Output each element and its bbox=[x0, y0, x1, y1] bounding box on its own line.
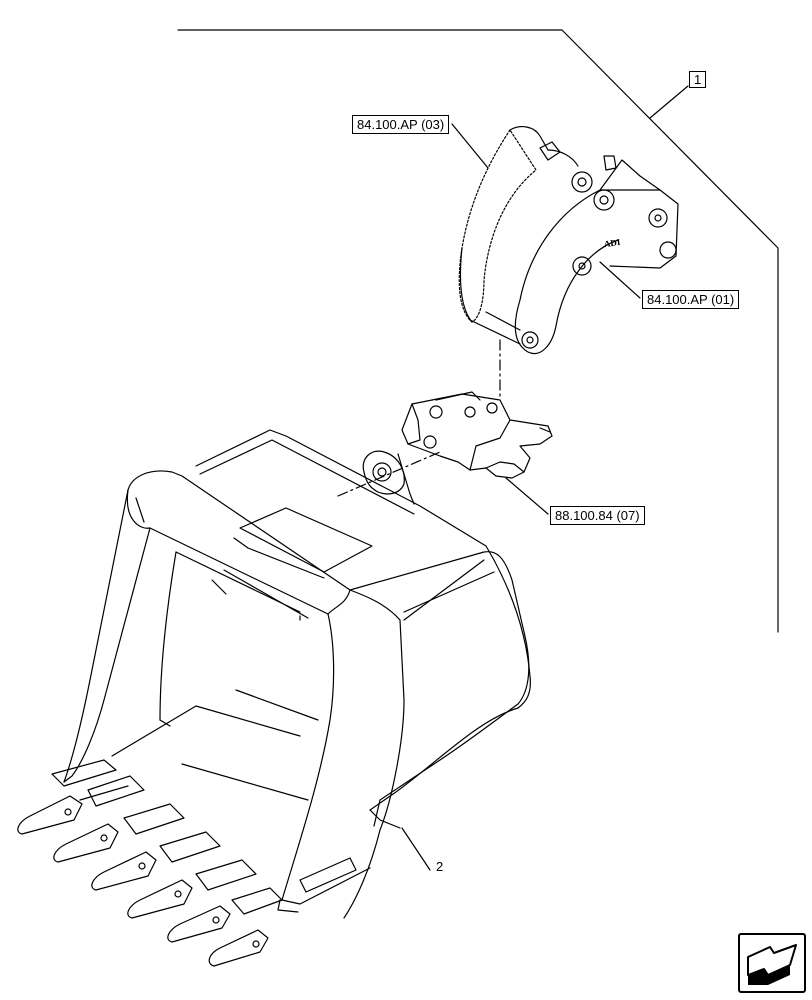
leader-item2 bbox=[401, 827, 431, 871]
leader-item1 bbox=[649, 85, 689, 119]
centerline-pin bbox=[337, 451, 441, 497]
arrow-icon bbox=[747, 944, 797, 985]
bucket bbox=[63, 429, 531, 919]
leader-ap01 bbox=[599, 261, 641, 299]
bucket-teeth bbox=[17, 759, 283, 967]
adapter-bracket bbox=[401, 391, 553, 479]
navigation-button[interactable] bbox=[738, 933, 806, 993]
quick-coupler bbox=[458, 126, 679, 355]
leader-ap03 bbox=[451, 123, 489, 169]
ref-label-ap01[interactable]: 84.100.AP (01) bbox=[642, 290, 740, 309]
ref-label-84-07[interactable]: 88.100.84 (07) bbox=[550, 506, 645, 525]
assembly-bracket-line bbox=[177, 29, 779, 633]
leader-84-07 bbox=[505, 477, 549, 515]
bucket-pin-boss bbox=[362, 450, 405, 495]
item-number-1: 1 bbox=[689, 71, 707, 88]
item-number-2: 2 bbox=[436, 859, 444, 874]
coupler-marking: ADI bbox=[603, 237, 621, 249]
ref-label-ap03[interactable]: 84.100.AP (03) bbox=[352, 115, 450, 134]
